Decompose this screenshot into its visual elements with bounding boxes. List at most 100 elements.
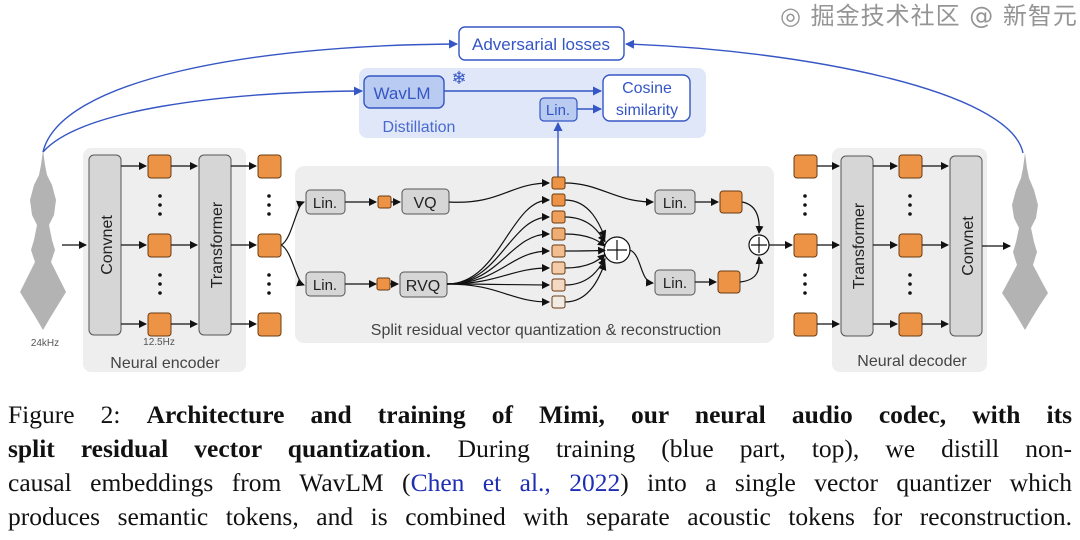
encoder-token: [147, 312, 172, 337]
watermark-text: 掘金技术社区 @ 新智元: [810, 2, 1078, 30]
caption-text-3b: ) into a single vector quantizer which: [620, 468, 1072, 497]
vq-label: VQ: [413, 195, 436, 212]
caption-bold-title-2: split residual vector quantization: [8, 434, 426, 463]
cosine-label-2: similarity: [616, 102, 678, 119]
decoder-token: [898, 154, 923, 179]
arrow-to-sum: [564, 199, 607, 239]
ellipsis-dot: [803, 203, 807, 207]
arrow-to-wavlm: [42, 86, 363, 153]
encoder-token: [147, 233, 172, 258]
latent-semantic: [377, 195, 392, 209]
ellipsis-dot: [158, 203, 162, 207]
ellipsis-dot: [267, 194, 271, 198]
ellipsis-dot: [158, 291, 162, 295]
ellipsis-dot: [267, 203, 271, 207]
ellipsis-dot: [803, 194, 807, 198]
encoder-transformer-label: Transformer: [209, 201, 226, 288]
plus-icon: [751, 237, 767, 253]
neural-encoder-label: Neural encoder: [110, 355, 220, 372]
ellipsis-dot: [908, 194, 912, 198]
cosine-label-1: Cosine: [622, 80, 672, 97]
arrow-to-codebook: [446, 247, 550, 285]
cosine-similarity-box: [602, 74, 691, 122]
arrow: [741, 201, 764, 234]
wavlm-box: [363, 75, 445, 109]
ellipsis-dot: [803, 273, 807, 277]
ellipsis-dot: [158, 282, 162, 286]
codebook-token: [551, 227, 566, 241]
lin-recon-semantic-label: Lin.: [663, 195, 687, 212]
codebook-token: [551, 193, 566, 207]
caption-line-4: produces semantic tokens, and is combine…: [8, 502, 1072, 532]
srvq-label: Split residual vector quantization & rec…: [371, 322, 721, 339]
rvq-label: RVQ: [406, 278, 440, 295]
arrow-semantic-to-lin: [564, 182, 654, 206]
arrow-to-codebook: [446, 213, 550, 285]
codebook-token: [551, 210, 566, 224]
encoder-output-token: [257, 154, 282, 179]
vq-box: [401, 188, 450, 215]
decoder-transformer-block: Transformer: [840, 155, 874, 337]
ellipsis-dot: [267, 282, 271, 286]
ellipsis-dot: [908, 203, 912, 207]
lin-semantic-label: Lin.: [313, 195, 337, 212]
ellipsis-dot: [908, 291, 912, 295]
codebook-token: [551, 244, 566, 258]
arrow-to-sum: [564, 257, 606, 286]
codebook-token: [551, 278, 566, 292]
input-rate-label: 24kHz: [31, 338, 59, 349]
codebook-token: [551, 261, 566, 275]
arrow-to-codebook: [446, 283, 550, 306]
caption-text-3a: causal embeddings from WavLM (: [8, 468, 411, 497]
encoder-convnet-label: Convnet: [99, 215, 116, 275]
plus-icon: [607, 240, 627, 260]
frame-rate-label: 12.5Hz: [143, 337, 175, 348]
adversarial-losses-label: Adversarial losses: [472, 35, 610, 54]
wavlm-label: WavLM: [374, 84, 431, 103]
decoder-convnet-label: Convnet: [960, 216, 977, 276]
ellipsis-dot: [803, 212, 807, 216]
arrow-to-codebook: [446, 196, 550, 285]
latent-acoustic: [376, 277, 391, 291]
caption-line-1: Figure 2: Architecture and training of M…: [8, 400, 1072, 430]
figure-label: Figure 2:: [8, 400, 121, 429]
ellipsis-dot: [158, 273, 162, 277]
caption-text-2: . During training (blue part, top), we d…: [425, 434, 1072, 463]
input-waveform: [20, 150, 66, 330]
ellipsis-dot: [803, 291, 807, 295]
encoder-output-token: [257, 233, 282, 258]
arrow-to-codebook: [446, 230, 550, 285]
citation-link[interactable]: Chen et al., 2022: [410, 468, 621, 497]
encoder-output-token: [257, 312, 282, 337]
arrow-split-top: [280, 200, 305, 246]
encoder-convnet-block: Convnet: [88, 154, 122, 336]
ellipsis-dot: [803, 282, 807, 286]
caption-line-3: causal embeddings from WavLM (Chen et al…: [8, 468, 1072, 498]
arrow-to-codebook: [448, 179, 550, 203]
arrow: [739, 256, 764, 283]
caption-line-2: split residual vector quantization. Duri…: [8, 434, 1072, 464]
caption-text-4: produces semantic tokens, and is combine…: [8, 502, 1072, 531]
decoder-convnet-block: Convnet: [949, 155, 983, 337]
arrow-to-sum: [564, 253, 606, 269]
lin-acoustic-label: Lin.: [313, 277, 337, 294]
arrow-to-sum: [564, 262, 607, 303]
ellipsis-dot: [158, 212, 162, 216]
ellipsis-dot: [908, 273, 912, 277]
watermark: ◎ 掘金技术社区 @ 新智元: [780, 2, 1078, 30]
distillation-label: Distillation: [383, 119, 456, 136]
arrow-from-output: [625, 39, 1024, 154]
codebook-token: [551, 295, 566, 309]
recon-semantic-token: [719, 190, 743, 214]
decoder-transformer-label: Transformer: [851, 202, 868, 289]
recon-acoustic-token: [717, 270, 741, 294]
mimi-architecture-diagram: 24kHz Adversarial losses WavLM ❄ Distill…: [20, 26, 1048, 372]
caption-bold-title-1: Architecture and training of Mimi, our n…: [146, 400, 1072, 429]
ellipsis-dot: [158, 194, 162, 198]
snowflake-icon: ❄: [451, 68, 466, 88]
ellipsis-dot: [908, 212, 912, 216]
ellipsis-dot: [267, 212, 271, 216]
ellipsis-dot: [267, 291, 271, 295]
decoder-input-token: [793, 233, 818, 258]
distill-lin-label: Lin.: [546, 102, 570, 119]
